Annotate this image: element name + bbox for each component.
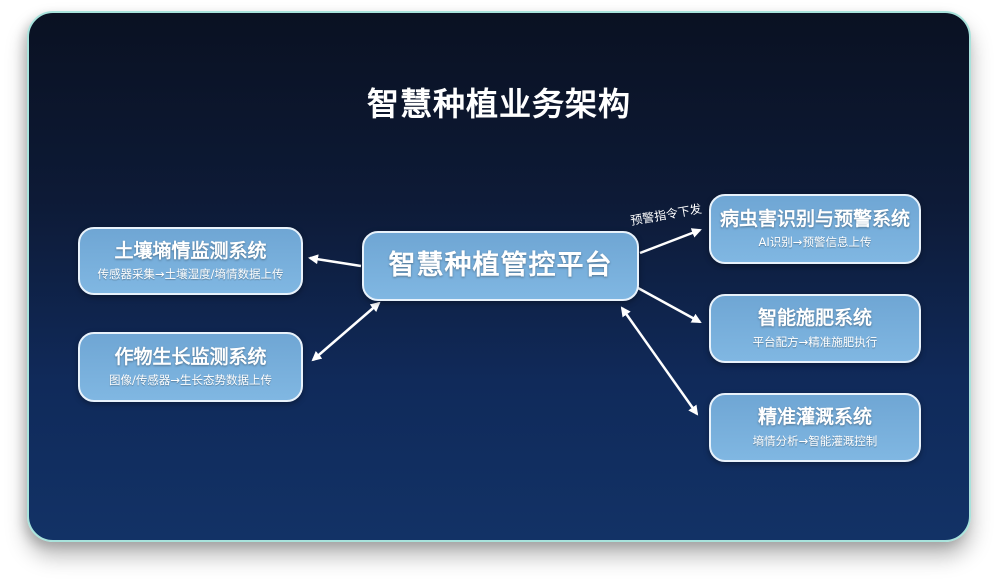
- node-title: 智能施肥系统: [757, 307, 872, 330]
- node-subtitle: 平台配方→精准施肥执行: [752, 334, 878, 349]
- node-title: 智慧种植管控平台: [388, 249, 613, 281]
- node-precision-irrigation-system[interactable]: 精准灌溉系统 墒情分析→智能灌溉控制: [709, 393, 921, 462]
- node-subtitle: 图像/传感器→生长态势数据上传: [108, 373, 272, 388]
- diagram-title: 智慧种植业务架构: [366, 85, 631, 123]
- node-subtitle: 传感器采集→土壤湿度/墒情数据上传: [97, 267, 284, 282]
- node-smart-fertilization-system[interactable]: 智能施肥系统 平台配方→精准施肥执行: [709, 294, 921, 363]
- node-central-platform[interactable]: 智慧种植管控平台: [362, 231, 639, 301]
- node-pest-warning-system[interactable]: 病虫害识别与预警系统 AI识别→预警信息上传: [709, 194, 921, 264]
- node-crop-growth-system[interactable]: 作物生长监测系统 图像/传感器→生长态势数据上传: [78, 332, 303, 402]
- node-title: 病虫害识别与预警系统: [719, 207, 910, 230]
- node-soil-moisture-system[interactable]: 土壤墒情监测系统 传感器采集→土壤湿度/墒情数据上传: [78, 227, 303, 295]
- node-title: 作物生长监测系统: [114, 345, 267, 368]
- node-title: 精准灌溉系统: [757, 406, 872, 429]
- node-title: 土壤墒情监测系统: [114, 239, 267, 262]
- node-subtitle: AI识别→预警信息上传: [758, 235, 872, 250]
- node-subtitle: 墒情分析→智能灌溉控制: [752, 433, 878, 448]
